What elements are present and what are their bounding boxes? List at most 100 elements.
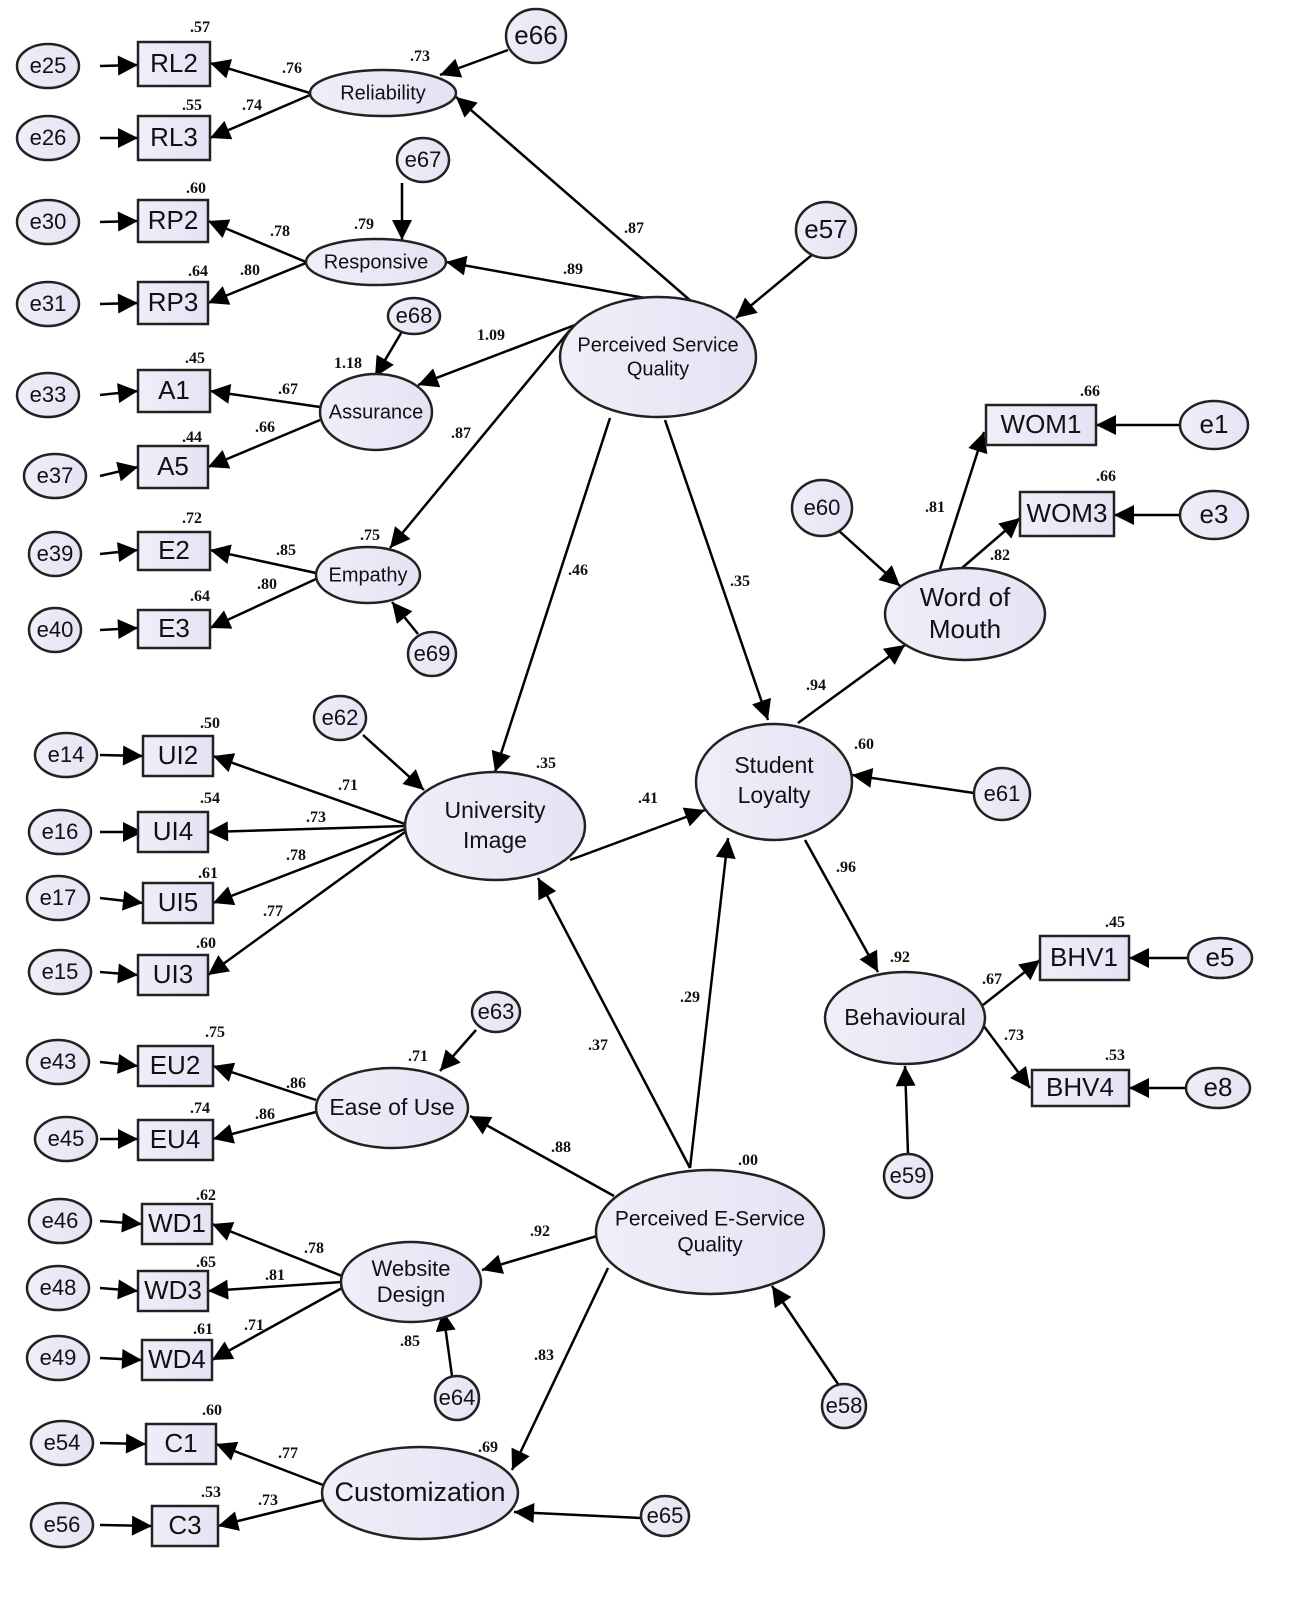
indicator-wd4 <box>140 1338 214 1382</box>
edge-e58-pesq <box>770 1285 840 1385</box>
error-e5 <box>1186 936 1254 980</box>
loading-c1: .77 <box>278 1445 298 1462</box>
path-pesq-ease-of-use: .88 <box>551 1139 571 1156</box>
factor-perceived-service-quality <box>558 295 758 419</box>
label-reliability: Reliability <box>340 82 426 104</box>
r2-website-design: .85 <box>400 1333 420 1350</box>
r2-ui4: .54 <box>200 790 220 807</box>
label-sl-line1: Student <box>734 752 814 778</box>
label-e1: e1 <box>1200 409 1229 439</box>
loading-rp2: .78 <box>270 223 290 240</box>
error-e48 <box>25 1264 91 1312</box>
label-e45: e45 <box>48 1126 85 1151</box>
label-ui5: UI5 <box>158 887 198 917</box>
indicator-wom1 <box>984 403 1098 447</box>
indicator-wom3 <box>1018 490 1116 538</box>
r2-pesq: .00 <box>738 1152 758 1169</box>
error-e43 <box>25 1038 91 1086</box>
label-ui-line1: University <box>445 797 546 823</box>
r2-customization: .69 <box>478 1439 498 1456</box>
error-e17 <box>25 874 91 922</box>
r2-c3: .53 <box>201 1484 221 1501</box>
edge-cust-c1 <box>215 1441 324 1487</box>
label-e2-ind: E2 <box>158 535 190 565</box>
label-e63: e63 <box>478 999 515 1024</box>
r2-a5: .44 <box>182 429 202 446</box>
factor-perceived-e-service-quality <box>594 1168 826 1296</box>
label-eu4: EU4 <box>150 1124 201 1154</box>
edge-psq-resp <box>445 255 657 302</box>
label-rp2: RP2 <box>148 205 199 235</box>
label-e69: e69 <box>414 641 451 666</box>
label-wom-line1: Word of <box>920 582 1011 612</box>
edge-e17-ui5 <box>99 890 144 911</box>
edge-e33-a1 <box>99 383 139 404</box>
edge-ui-ui2 <box>212 753 406 826</box>
label-e46: e46 <box>42 1208 79 1233</box>
label-ease-of-use: Ease of Use <box>329 1094 454 1120</box>
edge-emp-e3 <box>209 577 317 630</box>
label-e26: e26 <box>30 125 67 150</box>
r2-reliability: .73 <box>410 48 430 65</box>
indicator-ui5 <box>141 881 215 925</box>
error-e65 <box>639 1494 691 1538</box>
error-e31 <box>15 280 81 328</box>
edge-e56-c3 <box>99 1515 153 1536</box>
error-e62 <box>312 694 368 742</box>
label-e67: e67 <box>405 147 442 172</box>
edge-ass-a1 <box>209 383 321 409</box>
indicator-ui4 <box>136 810 210 854</box>
edge-beh-bhv4 <box>981 1024 1032 1089</box>
error-e3 <box>1178 489 1250 541</box>
label-e61: e61 <box>984 781 1021 806</box>
edge-wom-wom3 <box>961 517 1021 569</box>
r2-e3: .64 <box>190 588 210 605</box>
indicator-ui2 <box>141 734 215 778</box>
edge-rel-rl2 <box>209 59 311 95</box>
path-psq-reliability: .87 <box>624 220 644 237</box>
r2-rp2: .60 <box>186 180 206 197</box>
edge-psq-rel <box>455 96 693 303</box>
error-e30 <box>15 198 81 246</box>
error-e69 <box>406 630 458 678</box>
latent-factors <box>304 68 1047 1541</box>
error-e58 <box>820 1382 868 1430</box>
label-e15: e15 <box>42 959 79 984</box>
factor-reliability <box>308 68 458 118</box>
loading-rl3: .74 <box>242 97 262 114</box>
label-wd1: WD1 <box>148 1208 206 1238</box>
path-pesq-university-image: .37 <box>588 1037 608 1054</box>
error-e68 <box>386 296 442 336</box>
indicators <box>136 40 1131 1548</box>
loading-ui5: .78 <box>286 847 306 864</box>
path-pesq-customization: .83 <box>534 1347 554 1364</box>
edge-pesq-cust <box>510 1267 610 1471</box>
r2-rl2: .57 <box>190 19 210 36</box>
label-e39: e39 <box>37 541 74 566</box>
loading-wd1: .78 <box>304 1240 324 1257</box>
label-e57: e57 <box>804 214 847 244</box>
loading-rp3: .80 <box>240 262 260 279</box>
edge-e61-sl <box>851 768 975 795</box>
edge-e63-ease <box>439 1029 477 1072</box>
indicator-wd1 <box>140 1202 214 1246</box>
label-psq-line1: Perceived Service <box>577 334 738 356</box>
factor-university-image <box>403 770 587 882</box>
edge-e46-wd1 <box>99 1212 143 1233</box>
edge-wd-wd1 <box>211 1222 343 1278</box>
label-e30: e30 <box>30 209 67 234</box>
r2-assurance: 1.18 <box>334 355 362 372</box>
label-behavioural: Behavioural <box>844 1004 965 1030</box>
edge-ass-a5 <box>207 418 321 469</box>
error-e64 <box>433 1374 481 1422</box>
path-ui-student-loyalty: .41 <box>638 790 658 807</box>
edge-pesq-ease <box>469 1114 615 1198</box>
loading-rl2: .76 <box>282 60 302 77</box>
r2-university-image: .35 <box>536 755 556 772</box>
label-e33: e33 <box>30 382 67 407</box>
loading-bhv1: .67 <box>982 971 1002 988</box>
loading-a5: .66 <box>255 419 275 436</box>
path-psq-empathy: .87 <box>451 425 471 442</box>
label-ui-line2: Image <box>463 827 527 853</box>
